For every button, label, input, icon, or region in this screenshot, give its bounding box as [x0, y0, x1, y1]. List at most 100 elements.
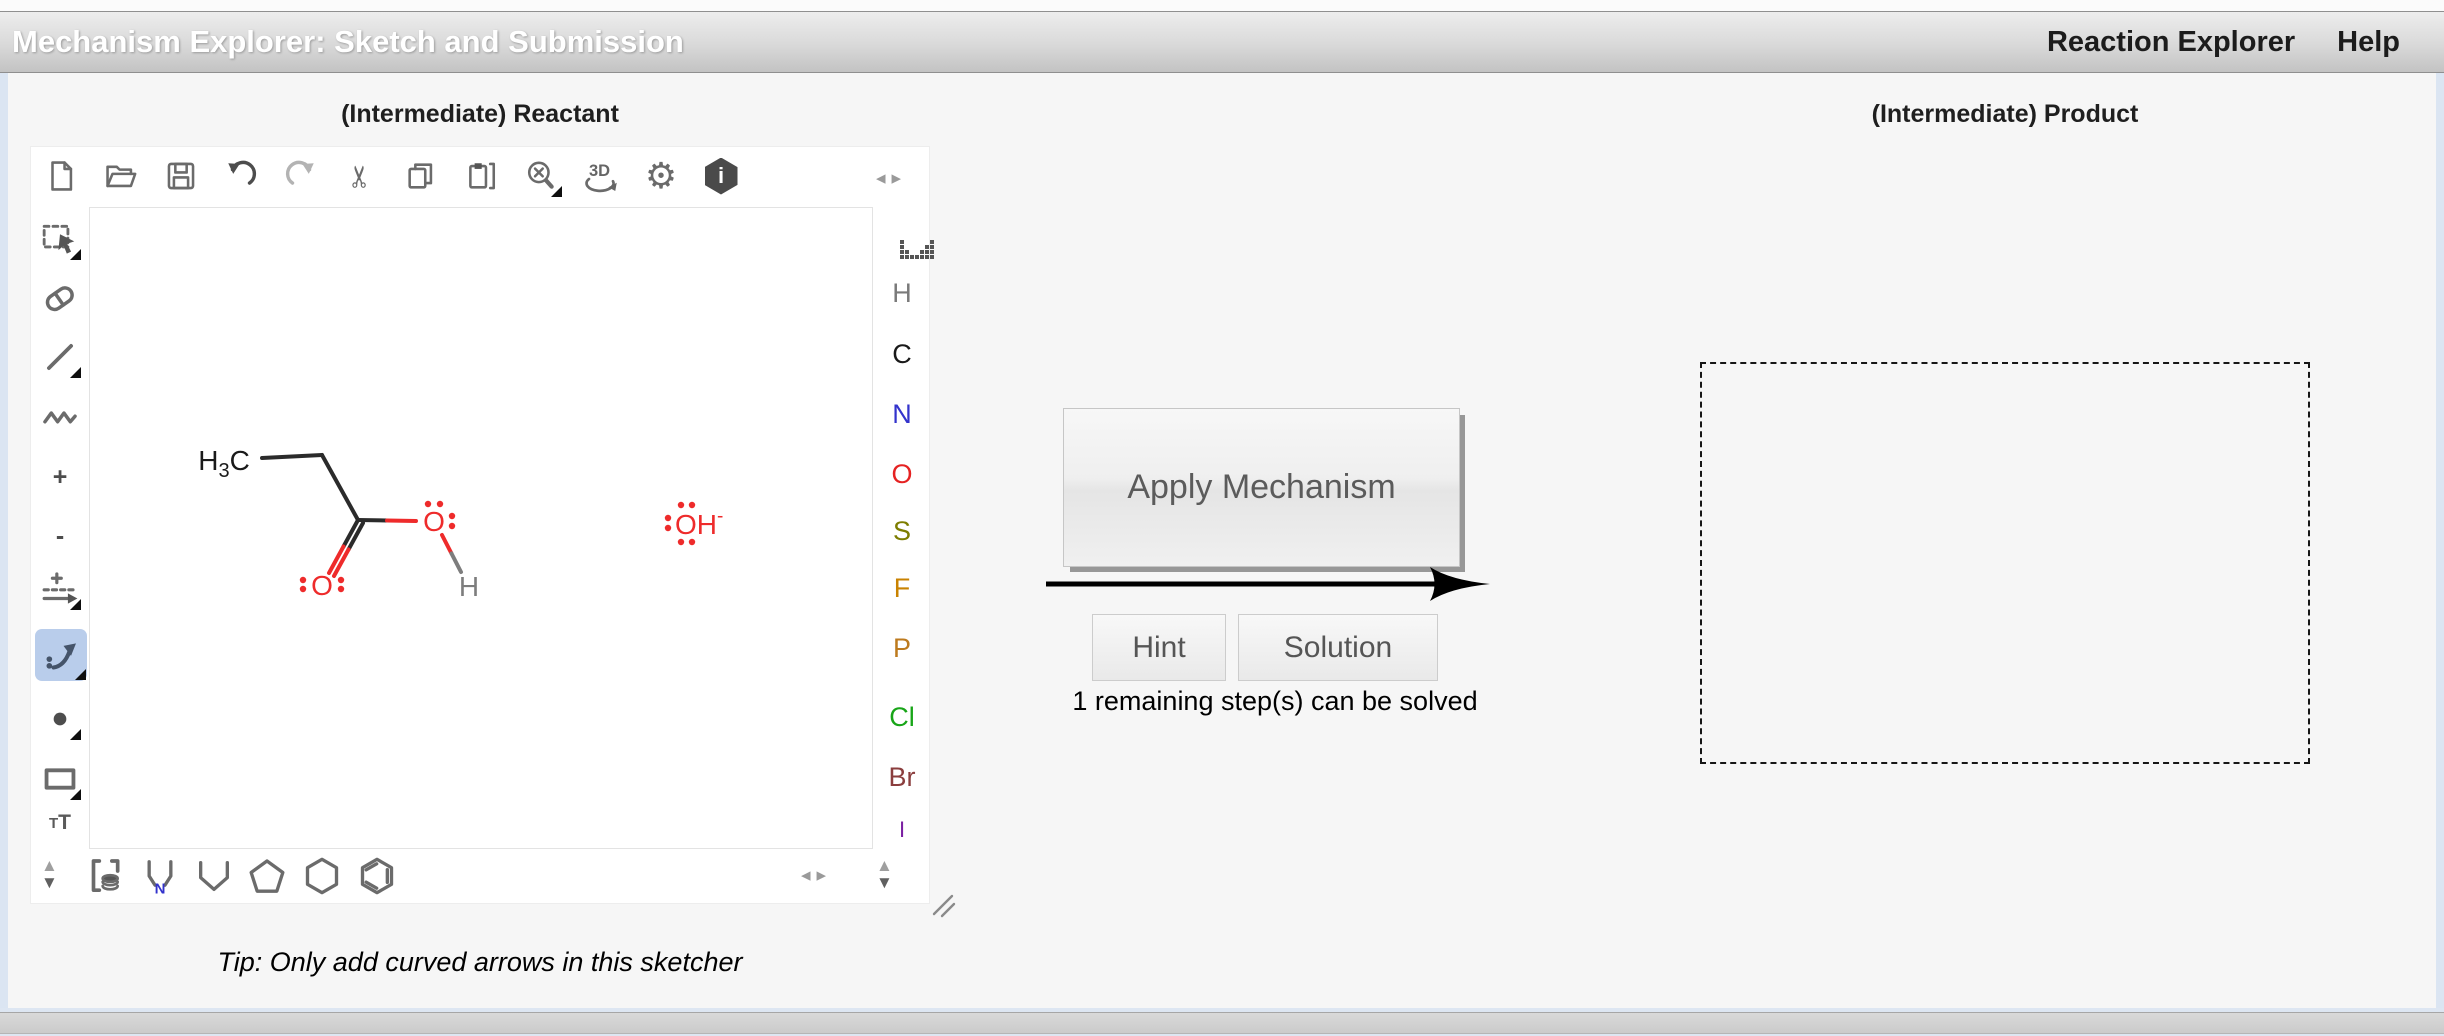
single-bond-tool[interactable] [38, 335, 82, 379]
scissors-icon: ✂ [344, 163, 378, 189]
lone-pairs-hydroxyl-o [424, 500, 456, 530]
sketcher-tip: Tip: Only add curved arrows in this sket… [217, 947, 743, 977]
undo-button[interactable] [219, 154, 263, 198]
minus-icon: - [55, 521, 65, 550]
element-C[interactable]: C [880, 332, 924, 376]
bond-c-o-double-b [346, 521, 365, 552]
right-page-margin [2436, 73, 2444, 1008]
top-toolbar-pager[interactable]: ◂▸ [876, 168, 908, 189]
reaction-arrow-tool[interactable] [38, 567, 82, 611]
title-bar: Mechanism Explorer: Sketch and Submissio… [0, 11, 2444, 73]
molecule-propanoic-acid: H3C O O H [198, 445, 479, 602]
element-I[interactable]: I [880, 808, 924, 852]
atom-label-methyl: H3C [198, 445, 250, 482]
scroll-down-icon: ▼ [876, 873, 893, 892]
reactant-heading: (Intermediate) Reactant [341, 100, 619, 128]
left-toolbar-scroll[interactable]: ▲▼ [41, 857, 58, 891]
element-palette-scroll[interactable]: ▲▼ [876, 857, 893, 891]
reaction-arrow [1046, 567, 1490, 601]
select-rectangle-tool[interactable] [38, 217, 82, 261]
bond-o-h-red [440, 533, 454, 556]
charge-minus-tool[interactable]: - [38, 514, 82, 558]
element-P[interactable]: P [880, 626, 924, 670]
hint-button[interactable]: Hint [1092, 614, 1226, 681]
view-3d-button[interactable]: 3D [579, 154, 623, 198]
nav-help[interactable]: Help [2337, 25, 2400, 58]
product-heading: (Intermediate) Product [1871, 100, 2139, 128]
redo-button[interactable] [279, 154, 323, 198]
copy-button[interactable] [399, 154, 443, 198]
lone-pairs-hydroxide [664, 501, 696, 546]
rectangle-tool[interactable] [38, 757, 82, 801]
top-strip [0, 0, 2444, 11]
charge-plus-tool[interactable]: + [38, 455, 82, 499]
scroll-up-icon: ▲ [41, 856, 58, 875]
cut-button[interactable]: ✂ [339, 154, 383, 198]
hydroxide-label: OH- [675, 506, 723, 540]
page-title: Mechanism Explorer: Sketch and Submissio… [12, 24, 684, 59]
hydroxide-ion: OH- [664, 501, 723, 546]
settings-button[interactable]: ⚙ [639, 154, 683, 198]
periodic-table-button[interactable] [880, 213, 924, 257]
text-tool-large-t: T [58, 811, 71, 834]
element-F[interactable]: F [880, 566, 924, 610]
bond-c-oh [356, 518, 389, 523]
title-nav: Reaction Explorer Help [2047, 12, 2400, 72]
element-H[interactable]: H [880, 271, 924, 315]
sketcher-bottom-toolbar: ▲▼ N ◂▸ ▲▼ [31, 849, 929, 903]
text-tool-small-t: T [49, 814, 59, 832]
scroll-down-icon: ▼ [41, 873, 58, 892]
left-page-margin [0, 73, 8, 1008]
cyclopentane-ring-tool[interactable] [245, 854, 289, 898]
curved-electron-arrow-tool[interactable] [35, 629, 87, 681]
cyclohexane-ring-tool[interactable] [300, 854, 344, 898]
bottom-toolbar-pager[interactable]: ◂▸ [801, 865, 833, 886]
element-Br[interactable]: Br [880, 755, 924, 799]
radical-dot-tool[interactable] [38, 697, 82, 741]
nav-reaction-explorer[interactable]: Reaction Explorer [2046, 25, 2296, 58]
molecule-drawing: H3C O O H OH- [198, 445, 723, 602]
eraser-tool[interactable] [38, 274, 82, 318]
plus-icon: + [52, 462, 68, 491]
atom-label-carbonyl-o: O [311, 570, 333, 601]
lone-pairs-carbonyl-o [299, 576, 345, 593]
element-N[interactable]: N [880, 392, 924, 436]
pyrrole-ring-tool[interactable]: N [138, 854, 182, 898]
info-icon: i [704, 157, 738, 195]
atom-label-hydroxyl-h: H [459, 571, 479, 602]
scroll-up-icon: ▲ [876, 856, 893, 875]
solution-button[interactable]: Solution [1238, 614, 1438, 681]
gear-icon: ⚙ [644, 155, 678, 196]
atom-label-hydroxyl-o: O [423, 506, 445, 537]
info-button[interactable]: i [699, 154, 743, 198]
element-S[interactable]: S [880, 509, 924, 553]
element-Cl[interactable]: Cl [880, 695, 924, 739]
sketch-canvas[interactable]: H3C O O H OH- [89, 207, 873, 849]
save-button[interactable] [159, 154, 203, 198]
paste-button[interactable] [459, 154, 503, 198]
element-O[interactable]: O [880, 452, 924, 496]
arrow-head [1430, 567, 1490, 601]
benzene-ring-tool[interactable] [355, 854, 399, 898]
bottom-section-bar [0, 1012, 2444, 1034]
new-document-button[interactable] [39, 154, 83, 198]
bond-c2-c3 [320, 453, 360, 522]
bond-c-oh-red [385, 518, 418, 523]
sketcher-resize-handle[interactable] [928, 890, 958, 920]
bond-o-h-gray [449, 551, 463, 574]
template-group-tool[interactable] [84, 854, 128, 898]
clear-zoom-button[interactable] [519, 154, 563, 198]
open-file-button[interactable] [99, 154, 143, 198]
bond-c-o-double-a-red [327, 544, 346, 575]
product-drop-area[interactable] [1700, 362, 2310, 764]
chain-tool[interactable] [38, 395, 82, 439]
bond-c1-c2 [260, 453, 324, 460]
apply-mechanism-button[interactable]: Apply Mechanism [1063, 408, 1460, 567]
status-message: 1 remaining step(s) can be solved [1072, 686, 1478, 716]
cyclopentadiene-ring-tool[interactable] [192, 854, 236, 898]
bond-c-o-double-b-red [332, 547, 351, 578]
sketcher-top-toolbar: ✂ 3D ⚙ i [39, 154, 743, 200]
